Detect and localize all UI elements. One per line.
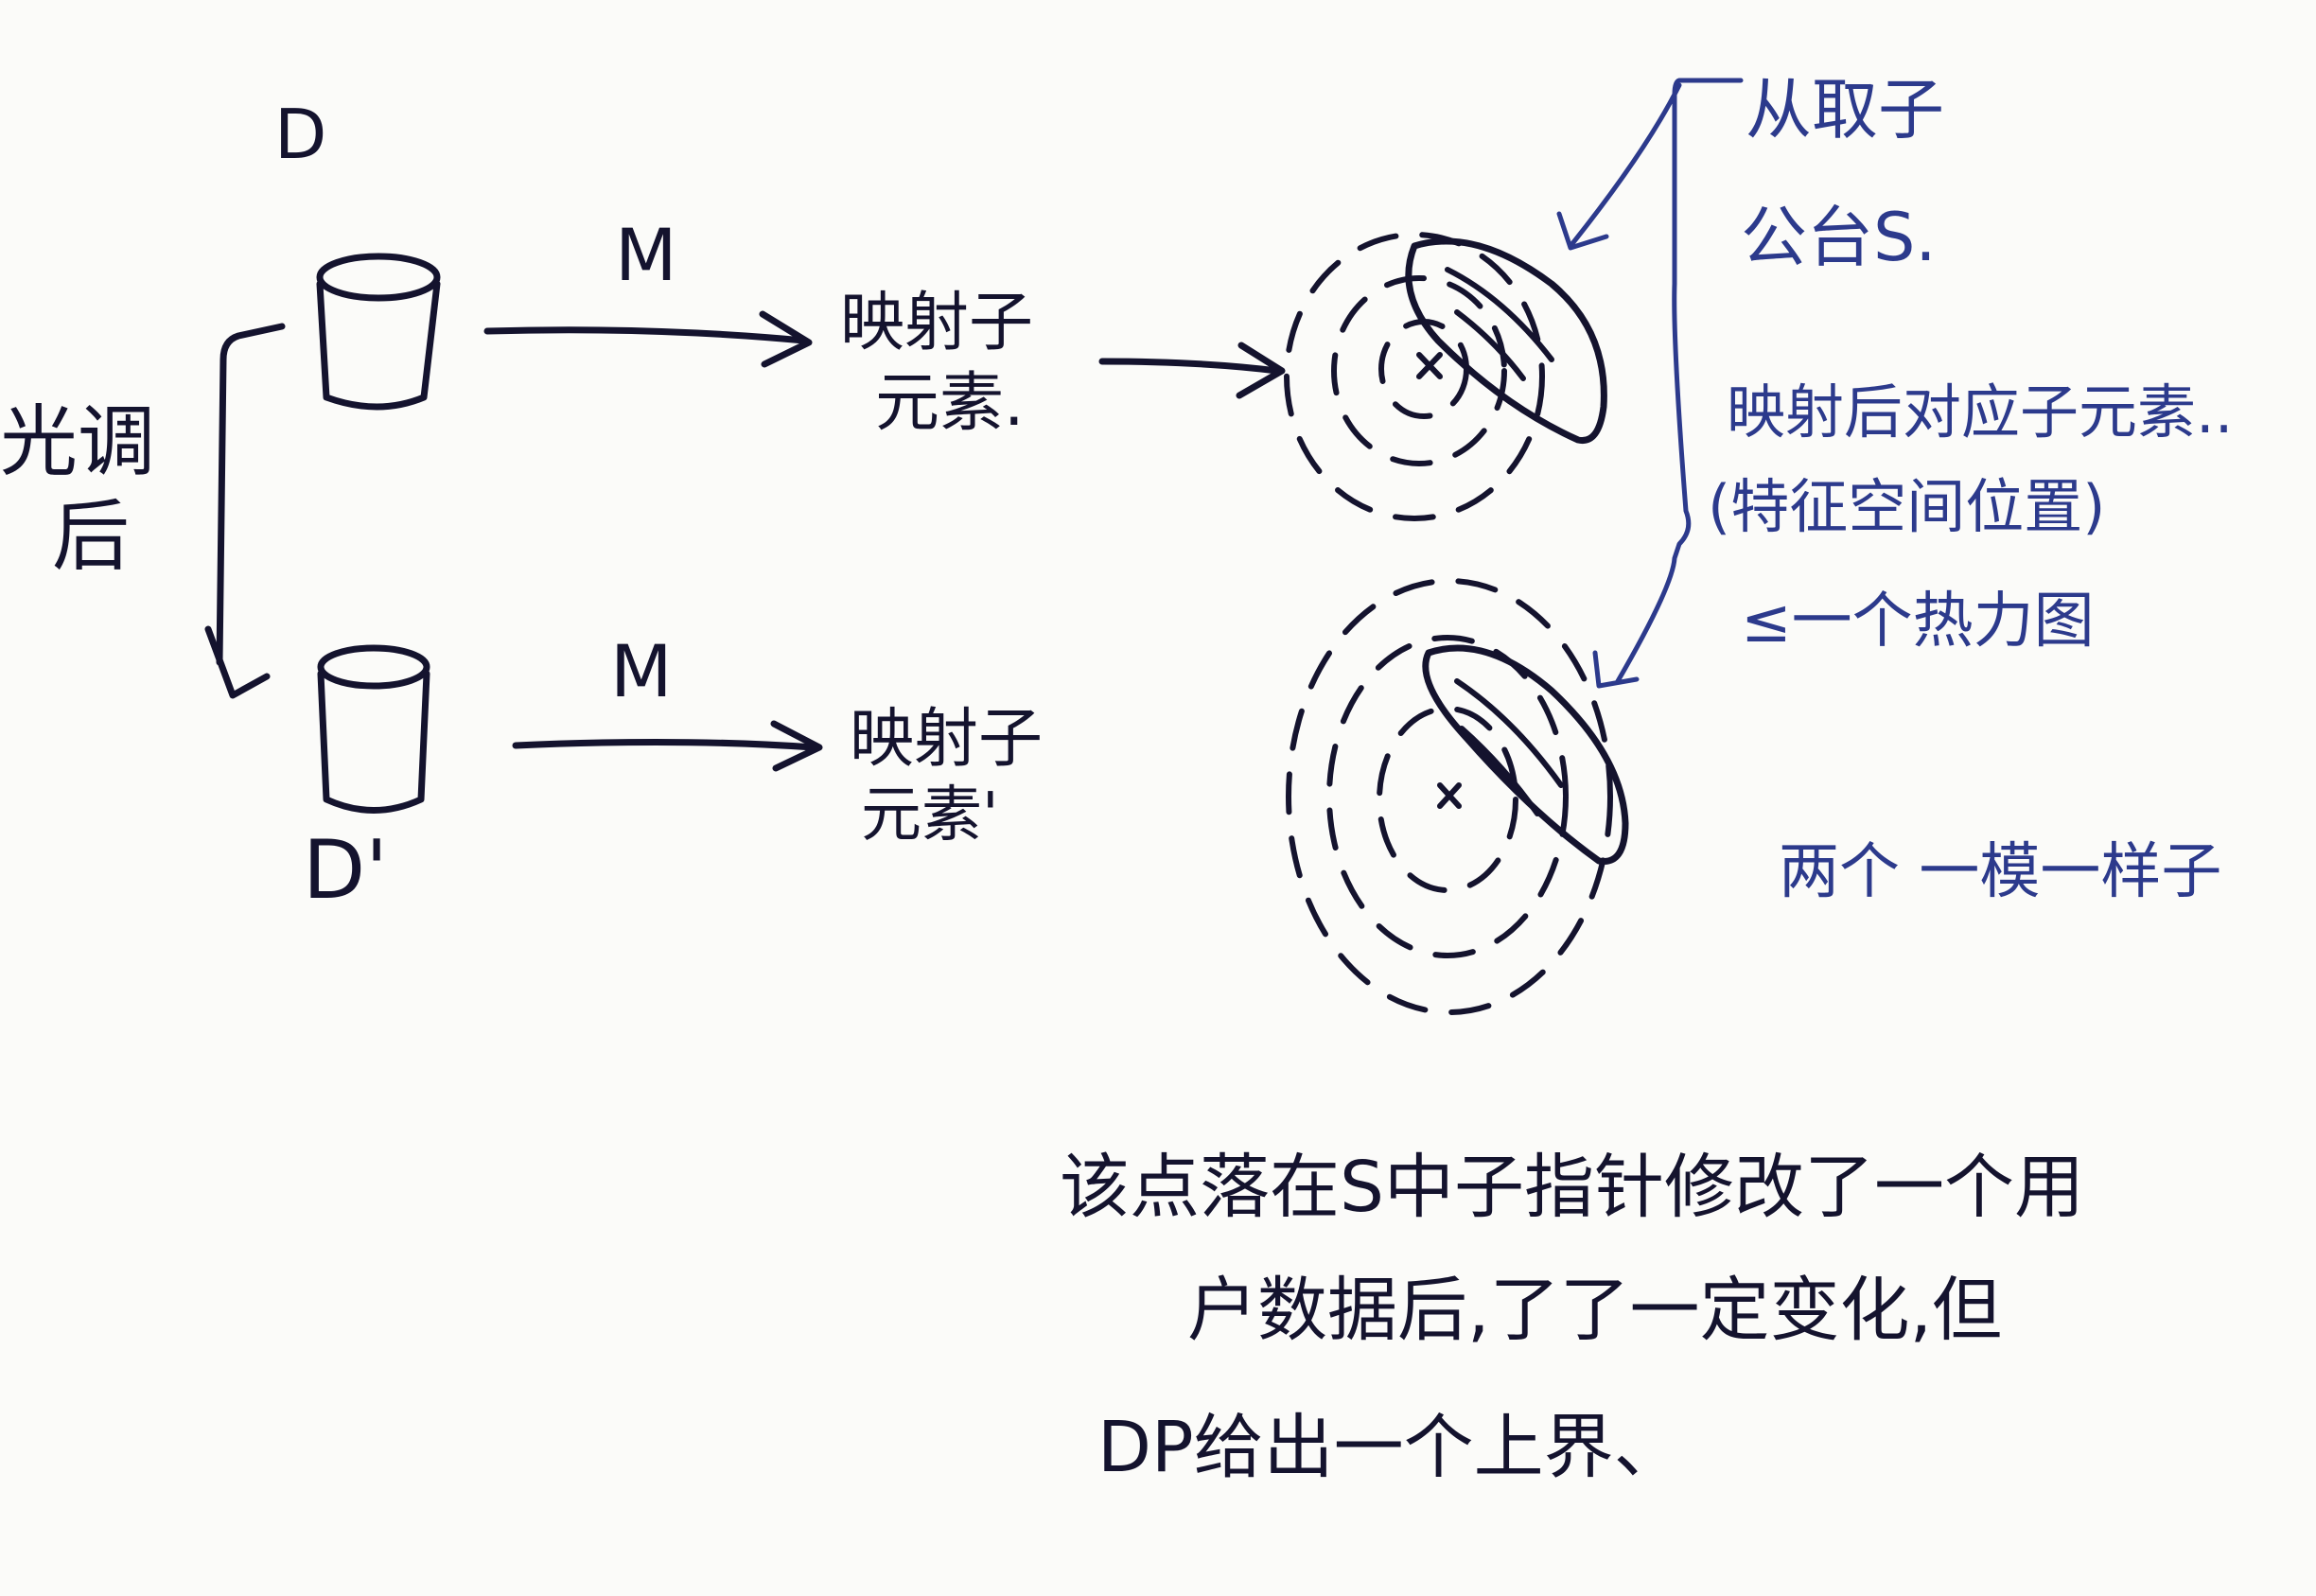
blue-note-6: 两个 一模一样子 xyxy=(1779,837,2222,907)
arrow-to-heatmap xyxy=(1098,342,1286,399)
blue-note-3: 映射后对应子元素.. xyxy=(1727,377,2234,447)
database-d-cylinder xyxy=(316,253,441,411)
bottom-note-line2: 户数据后,了了一定变化,但 xyxy=(1187,1270,2003,1351)
adjust-bracket-arrow xyxy=(204,323,286,699)
heatmap-top xyxy=(1284,232,1607,521)
bottom-note-line1: 该点落在S中子指针修改了一个用 xyxy=(1060,1147,2084,1228)
blue-note-4: (特征空间位置) xyxy=(1708,472,2106,541)
dataset-d-prime-label: D' xyxy=(303,823,388,918)
database-d-prime-cylinder xyxy=(317,644,430,814)
blue-note-2: 公台S. xyxy=(1741,199,1937,276)
mapped-bottom-line1: 映射子 xyxy=(850,702,1044,777)
dataset-d-label: D xyxy=(274,95,327,174)
annotation-bracket xyxy=(1556,78,1744,689)
mapped-top-line2: 元素. xyxy=(875,366,1025,441)
adjust-label-line1: 光调 xyxy=(0,397,156,487)
mechanism-m-bottom-label: M xyxy=(610,629,673,713)
heatmap-bottom xyxy=(1286,578,1629,1015)
arrow-m-bottom xyxy=(512,720,823,772)
arrow-m-top xyxy=(483,310,813,368)
mechanism-m-top-label: M xyxy=(615,213,677,297)
blue-note-1: 从取子 xyxy=(1746,71,1944,149)
mapped-bottom-line2: 元素' xyxy=(861,780,999,851)
blue-note-5: ≤一个热力图 xyxy=(1741,587,2095,657)
mapped-top-line1: 映射子 xyxy=(840,286,1034,360)
bottom-note-line3: DP给出一个上界、 xyxy=(1097,1407,1684,1488)
adjust-label-line2: 后 xyxy=(52,492,131,582)
